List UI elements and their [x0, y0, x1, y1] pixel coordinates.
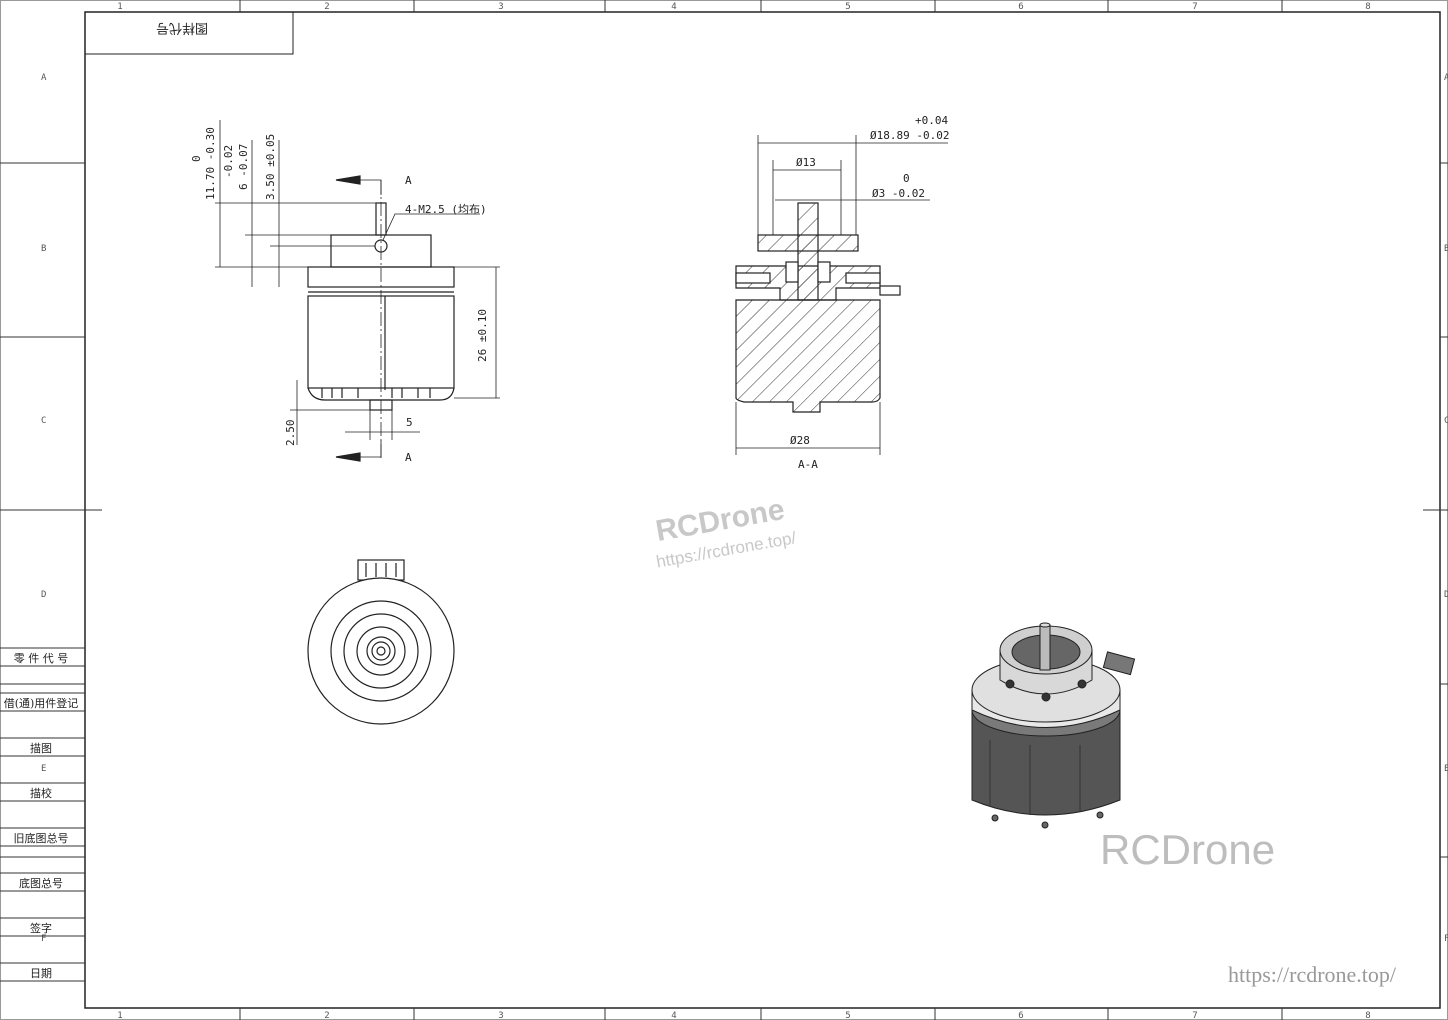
grid-column-label: 8 — [1365, 2, 1370, 12]
grid-column-label: 7 — [1192, 2, 1197, 12]
dia-body: Ø28 — [790, 434, 810, 447]
dim-c: 3.50 ±0.05 — [264, 134, 277, 200]
top-view — [307, 559, 455, 725]
grid-row-label: C — [1444, 416, 1448, 426]
section-label-bottom: A — [405, 451, 412, 464]
dia-outer-tol: +0.04 — [915, 114, 948, 127]
grid-column-label: 6 — [1018, 2, 1023, 12]
dia-13: Ø13 — [796, 156, 816, 169]
grid-row-label: F — [41, 934, 46, 944]
side-table-label: 旧底图总号 — [14, 831, 69, 845]
watermark: RCDrone https://rcdrone.top/ — [653, 493, 798, 572]
dia-shaft-tol: 0 — [903, 172, 910, 185]
side-table-label: 零 件 代 号 — [14, 652, 69, 665]
front-view-dimensions: 0 11.70 -0.30 -0.02 6 -0.07 3.50 ±0.05 2… — [190, 127, 489, 464]
grid-row-label: B — [1444, 244, 1448, 254]
grid-column-label: 7 — [1192, 1011, 1197, 1020]
dia-outer-top: Ø18.89 -0.02 — [870, 129, 949, 142]
grid-row-label: D — [41, 590, 46, 600]
footer-url[interactable]: https://rcdrone.top/ — [1228, 962, 1397, 987]
grid-column-label: 6 — [1018, 1011, 1023, 1020]
grid-row-label: E — [1444, 764, 1448, 774]
grid-row-label: A — [41, 73, 47, 83]
dim-b-top: -0.02 — [222, 145, 235, 178]
dim-a-top: 0 — [190, 155, 203, 162]
grid-column-label: 1 — [117, 2, 122, 12]
section-view — [735, 135, 948, 455]
side-table-label: 借(通)用件登记 — [4, 696, 79, 710]
side-table-label: 描图 — [30, 741, 52, 755]
grid-column-label: 2 — [324, 2, 329, 12]
side-table-label: 签字 — [30, 921, 52, 935]
brand-label: RCDrone — [1100, 826, 1275, 873]
dim-bottom: 2.50 — [284, 420, 297, 447]
grid-column-label: 4 — [671, 2, 676, 12]
dim-width: 5 — [406, 416, 413, 429]
title-box-text: 图样代号 — [156, 20, 208, 35]
dim-a: 11.70 -0.30 — [204, 127, 217, 200]
section-label-top: A — [405, 174, 412, 187]
dim-height: 26 ±0.10 — [476, 309, 489, 362]
grid-row-label: E — [41, 764, 46, 774]
dia-shaft: Ø3 -0.02 — [872, 187, 925, 200]
front-view — [215, 120, 500, 462]
grid-column-label: 8 — [1365, 1011, 1370, 1020]
side-table-label: 底图总号 — [19, 876, 63, 890]
section-caption: A-A — [798, 458, 818, 471]
grid-column-label: 3 — [498, 1011, 503, 1020]
grid-column-label: 3 — [498, 2, 503, 12]
side-table-label: 描校 — [30, 786, 52, 800]
grid-column-label: 1 — [117, 1011, 122, 1020]
grid-column-label: 5 — [845, 1011, 850, 1020]
grid-column-label: 4 — [671, 1011, 676, 1020]
grid-row-label: F — [1444, 934, 1448, 944]
dim-b: 6 -0.07 — [237, 144, 250, 190]
motor-3d-render — [971, 622, 1136, 829]
title-box: 图样代号 — [84, 11, 294, 55]
grid-row-label: B — [41, 244, 46, 254]
section-view-dimensions: +0.04 Ø18.89 -0.02 Ø13 0 Ø3 -0.02 Ø28 A-… — [790, 114, 949, 471]
grid-row-label: D — [1444, 590, 1448, 600]
grid-column-label: 2 — [324, 1011, 329, 1020]
grid-column-label: 5 — [845, 2, 850, 12]
side-table-label: 日期 — [30, 967, 52, 980]
thread-note: 4-M2.5 (均布) — [405, 203, 487, 216]
grid-row-label: C — [41, 416, 46, 426]
grid-row-label: A — [1444, 73, 1448, 83]
